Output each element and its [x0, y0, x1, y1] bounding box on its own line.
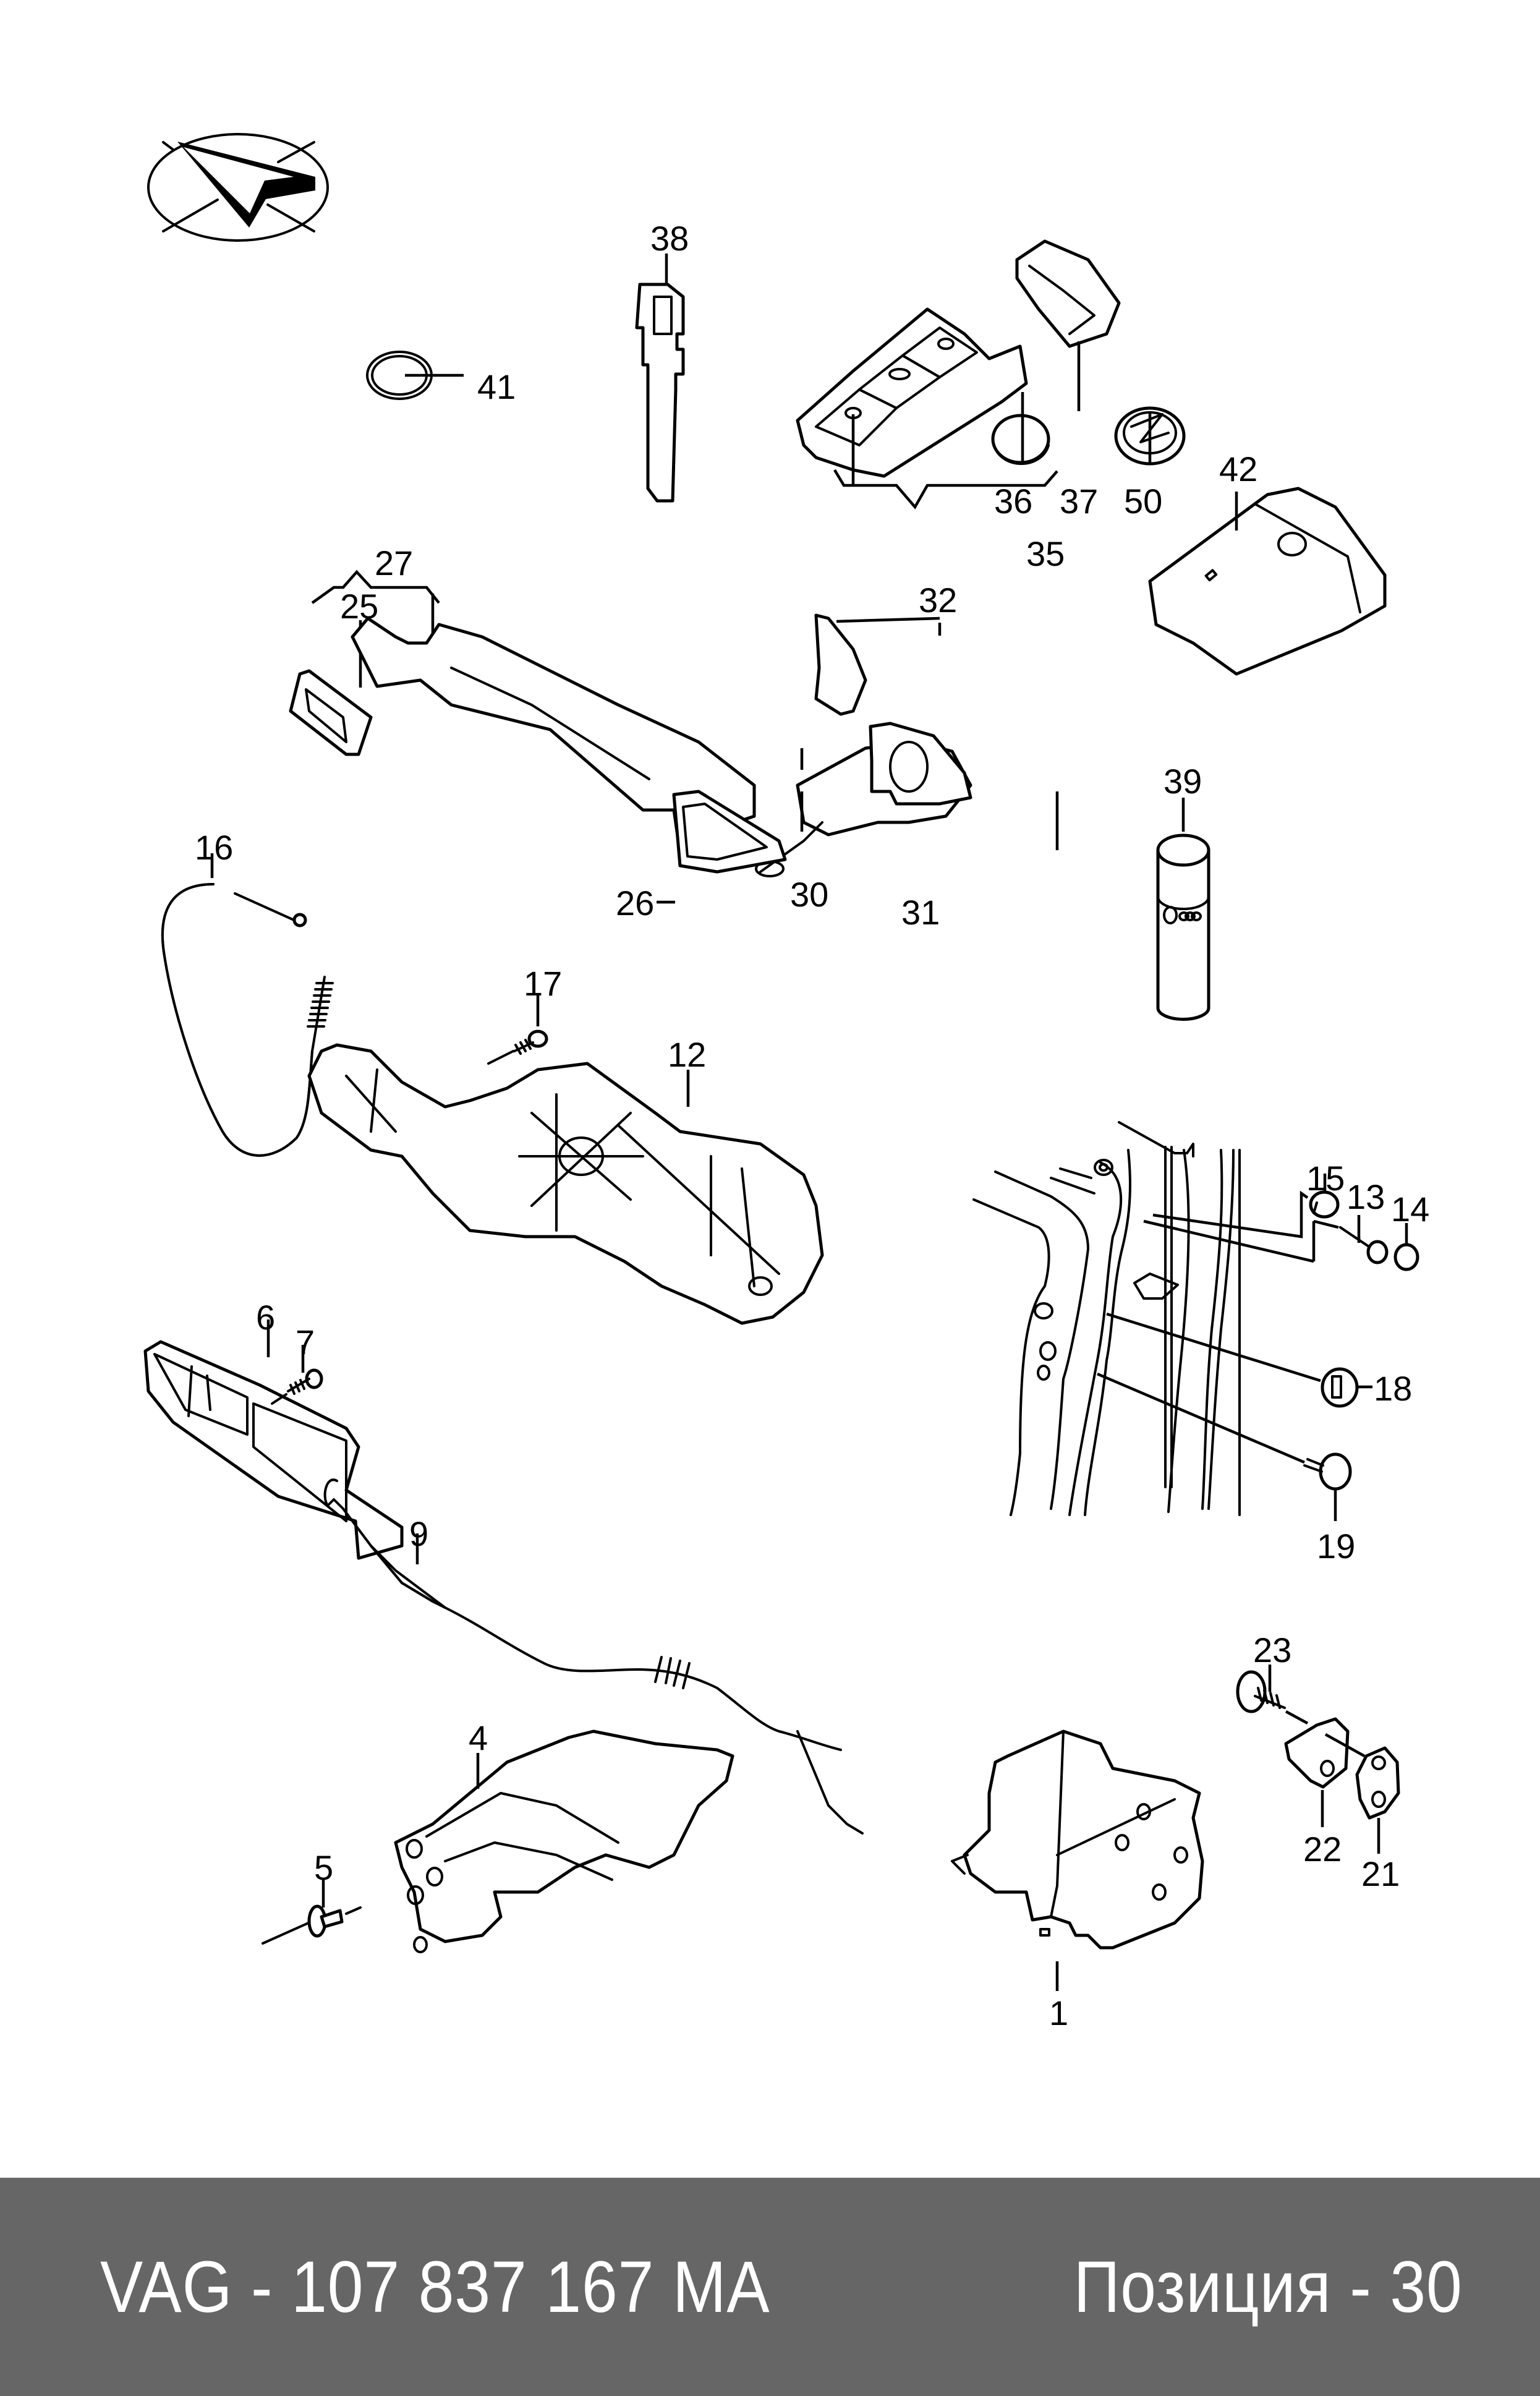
part-remote-key	[796, 307, 1028, 478]
part-door-lock	[951, 1729, 1204, 1950]
callout-13: 13	[1346, 1177, 1385, 1216]
callout-50: 50	[1124, 482, 1162, 521]
callout-12: 12	[668, 1035, 706, 1074]
callout-23: 23	[1253, 1631, 1291, 1669]
callout-32: 32	[919, 581, 957, 620]
callout-15: 15	[1306, 1159, 1345, 1198]
part-gasket-26	[672, 790, 787, 874]
part-key-cover	[1015, 239, 1121, 348]
callout-labels: 38 41 36 37 50 35 42 27 25 32 39 16 30 3…	[195, 219, 1429, 2032]
callout-38: 38	[650, 219, 689, 258]
part-outer-handle	[351, 616, 756, 855]
callout-27: 27	[375, 544, 413, 582]
part-cylinder-housing	[869, 722, 972, 806]
callout-9: 9	[409, 1514, 428, 1553]
callout-37: 37	[1060, 482, 1098, 521]
part-grommet-18	[1321, 1367, 1359, 1408]
callout-16: 16	[195, 828, 233, 867]
callout-21: 21	[1361, 1854, 1400, 1893]
part-inner-handle	[143, 1340, 404, 1560]
callout-31: 31	[901, 893, 940, 932]
callout-26: 26	[616, 884, 654, 923]
callout-42: 42	[1219, 450, 1257, 488]
part-cover-cap	[814, 613, 867, 716]
callout-19: 19	[1317, 1527, 1355, 1566]
part-key-housing	[1148, 487, 1387, 676]
callout-18: 18	[1374, 1369, 1412, 1408]
part-rivet-5	[262, 1904, 362, 1945]
callout-36: 36	[994, 482, 1032, 521]
body-panel	[972, 1121, 1241, 1516]
part-battery	[991, 414, 1050, 466]
callout-14: 14	[1391, 1190, 1429, 1229]
part-handle-bracket	[394, 1729, 734, 1953]
part-screw-17	[487, 1030, 548, 1065]
orientation-arrow-icon	[147, 133, 329, 242]
part-screw-19	[1303, 1452, 1352, 1491]
callout-7: 7	[296, 1323, 315, 1362]
part-key-blade	[635, 283, 685, 503]
part-cap-14	[1393, 1243, 1419, 1271]
part-screw-7	[271, 1368, 323, 1405]
callout-35: 35	[1026, 534, 1065, 573]
parts-diagram: 38 41 36 37 50 35 42 27 25 32 39 16 30 3…	[143, 133, 1429, 2032]
part-striker-22	[1284, 1717, 1350, 1789]
callout-39: 39	[1164, 762, 1202, 801]
part-gasket-25	[289, 669, 373, 756]
part-cable-16	[161, 883, 334, 1157]
callout-41: 41	[477, 367, 516, 406]
footer-bar: VAG - 107 837 167 MA Позиция - 30	[0, 2178, 1540, 2396]
callout-4: 4	[469, 1718, 488, 1757]
callout-30: 30	[790, 875, 828, 914]
part-plate-21	[1355, 1746, 1400, 1820]
callout-5: 5	[314, 1848, 333, 1887]
callout-22: 22	[1303, 1830, 1342, 1869]
callout-17: 17	[524, 964, 562, 1003]
part-bolt-13	[1339, 1226, 1389, 1264]
callout-6: 6	[256, 1298, 275, 1337]
part-o-ring	[366, 351, 436, 400]
callout-25: 25	[340, 587, 378, 626]
part-number: VAG - 107 837 167 MA	[100, 2246, 770, 2328]
part-screw-23	[1236, 1670, 1286, 1713]
part-cable-9	[323, 1478, 864, 1835]
part-handle-carrier	[307, 1043, 824, 1325]
position-label: Позиция - 30	[1074, 2246, 1463, 2328]
callout-1: 1	[1049, 1993, 1068, 2032]
part-spray-can	[1156, 833, 1210, 1021]
